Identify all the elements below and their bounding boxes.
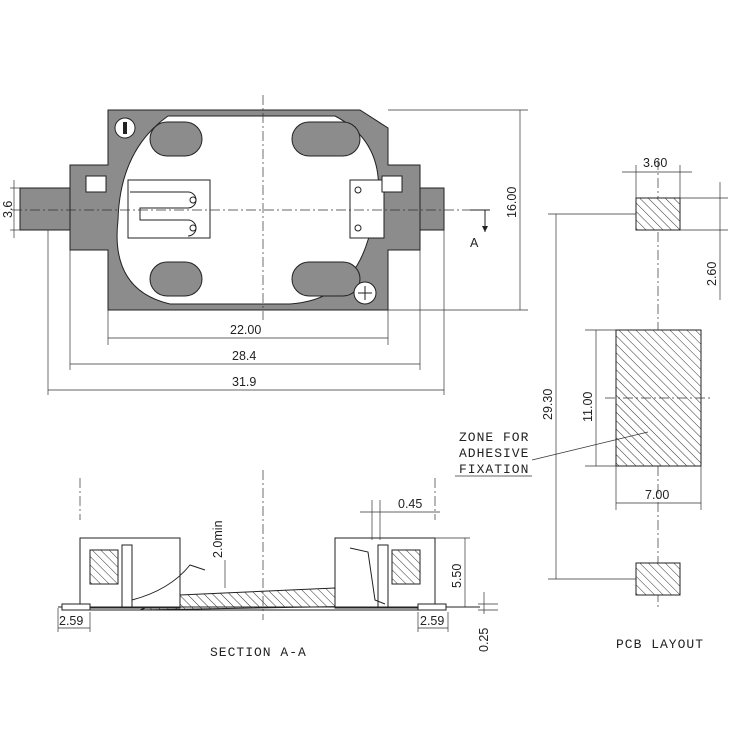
pcb-caption: PCB LAYOUT bbox=[616, 637, 704, 652]
dim-pad-height: 2.60 bbox=[705, 262, 719, 286]
dim-height-16: 16.00 bbox=[505, 187, 519, 218]
dim-pad-left: 2.59 bbox=[59, 614, 83, 628]
pcb-layout: 3.60 2.60 29.30 11.00 7.00 ZONE FOR ADHE… bbox=[455, 156, 728, 652]
slot-top-right bbox=[291, 121, 361, 157]
dim-zone-width: 7.00 bbox=[645, 488, 669, 502]
section-caption: SECTION A-A bbox=[210, 645, 307, 660]
dim-width-28-4: 28.4 bbox=[232, 349, 256, 363]
pin-right bbox=[419, 187, 445, 231]
slot-bottom-left bbox=[149, 261, 203, 297]
dim-total: 29.30 bbox=[541, 389, 555, 420]
dim-pin-3-6: 3.6 bbox=[1, 201, 15, 218]
section-view: 2.0min 0.45 5.50 2.59 2.59 0.25 SECTION … bbox=[57, 470, 498, 660]
section-marker-label: A bbox=[470, 236, 479, 250]
pad-top bbox=[635, 197, 681, 231]
dim-clearance: 2.0min bbox=[211, 520, 225, 558]
dim-standoff: 0.25 bbox=[477, 628, 491, 652]
pad-bottom bbox=[635, 562, 681, 596]
dim-width-22: 22.00 bbox=[230, 323, 261, 337]
pin-left bbox=[19, 187, 71, 231]
slot-top-left bbox=[149, 121, 203, 157]
zone-label-line-2: ADHESIVE bbox=[459, 446, 529, 461]
top-view: A 16.00 3.6 22.00 28.4 31.9 bbox=[1, 95, 528, 395]
tab-left-notch bbox=[85, 175, 107, 193]
dim-width-31-9: 31.9 bbox=[232, 375, 256, 389]
tab-right-notch bbox=[381, 175, 403, 193]
contact-right bbox=[349, 179, 385, 239]
dim-section-height: 5.50 bbox=[450, 564, 464, 588]
dim-zone-height: 11.00 bbox=[581, 392, 595, 422]
dim-thickness: 0.45 bbox=[398, 497, 422, 511]
dim-pad-right: 2.59 bbox=[420, 614, 444, 628]
slot-bottom-right bbox=[291, 261, 361, 297]
zone-label-line-3: FIXATION bbox=[459, 462, 529, 477]
dim-pad-width: 3.60 bbox=[643, 156, 667, 170]
zone-label-line-1: ZONE FOR bbox=[459, 430, 529, 445]
